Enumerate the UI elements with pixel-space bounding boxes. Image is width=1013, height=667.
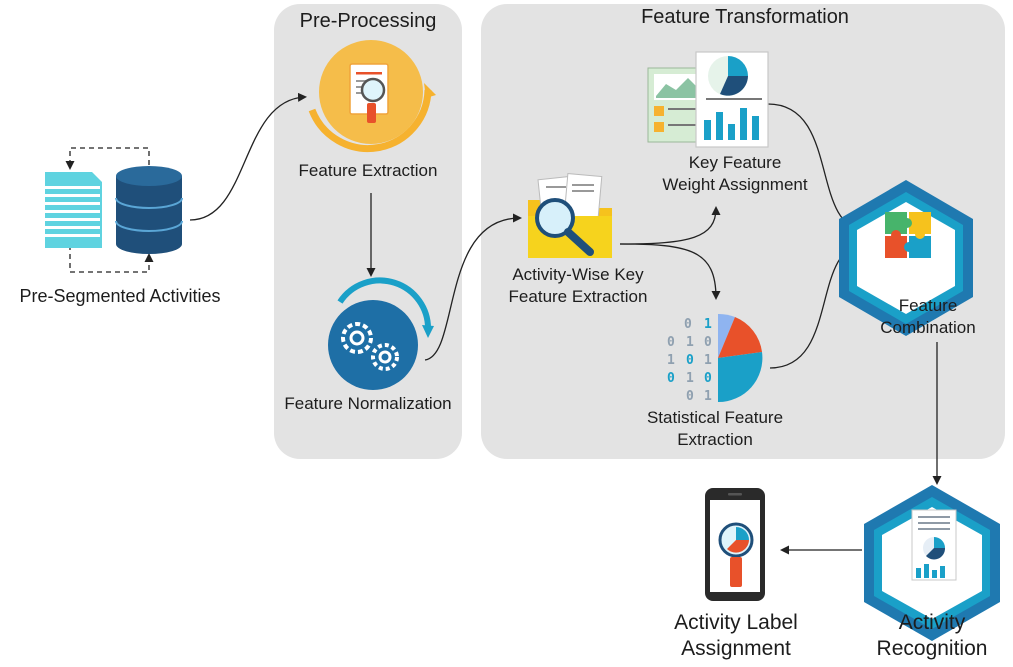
recognition-label: Activity Recognition bbox=[862, 610, 1002, 662]
arrow-activitywise-to-statistical bbox=[619, 243, 721, 300]
activity-label-label-line1: Activity Label bbox=[674, 611, 798, 634]
binary-digit: 1 bbox=[704, 317, 712, 332]
binary-digit: 0 bbox=[684, 317, 692, 332]
combination-label-line1: Feature bbox=[898, 296, 958, 315]
key-weight-label-line1: Key Feature bbox=[688, 153, 782, 172]
database-icon bbox=[115, 166, 183, 254]
recognition-label-line2: Recognition bbox=[876, 637, 988, 660]
arrow-normalization-to-activitywise bbox=[424, 213, 522, 361]
binary-digit: 0 bbox=[686, 389, 694, 404]
dashed-loop-bottom bbox=[69, 245, 154, 273]
binary-digit: 1 bbox=[686, 371, 694, 386]
binary-digit: 0 bbox=[704, 371, 712, 386]
binary-digit: 1 bbox=[704, 389, 712, 404]
arrow-presegmented-to-extraction bbox=[189, 92, 307, 221]
binary-digit: 0 bbox=[686, 353, 694, 368]
statistical-label-line2: Extraction bbox=[677, 430, 753, 449]
combination-label: Feature Combination bbox=[860, 295, 996, 339]
recognition-label-line1: Activity bbox=[898, 611, 966, 634]
feature-transformation-title: Feature Transformation bbox=[641, 6, 849, 28]
activity-wise-label-line1: Activity-Wise Key bbox=[512, 265, 644, 284]
activity-label-label-line2: Assignment bbox=[681, 637, 791, 660]
binary-digit: 0 bbox=[667, 371, 675, 386]
documents-icon bbox=[40, 172, 102, 248]
activity-recognition-icon bbox=[864, 485, 1000, 641]
statistical-label: Statistical Feature Extraction bbox=[620, 407, 810, 451]
feature-combination-icon bbox=[839, 180, 973, 336]
arrow-activitywise-to-keyweight bbox=[619, 206, 721, 245]
binary-digit: 0 bbox=[667, 335, 675, 350]
key-weight-label-line2: Weight Assignment bbox=[662, 175, 808, 194]
key-weight-icon bbox=[647, 51, 769, 148]
feature-normalization-icon bbox=[328, 277, 434, 390]
dashed-loop-top bbox=[65, 147, 150, 170]
statistical-label-line1: Statistical Feature bbox=[646, 408, 784, 427]
binary-digit: 0 bbox=[704, 335, 712, 350]
combination-label-line2: Combination bbox=[880, 318, 976, 337]
feature-normalization-label: Feature Normalization bbox=[284, 394, 452, 413]
key-weight-label: Key Feature Weight Assignment bbox=[640, 152, 830, 196]
pre-segmented-label: Pre-Segmented Activities bbox=[19, 286, 221, 306]
binary-digit: 1 bbox=[686, 335, 694, 350]
binary-digit: 1 bbox=[704, 353, 712, 368]
binary-digit: 1 bbox=[667, 353, 675, 368]
activity-label-label: Activity Label Assignment bbox=[650, 610, 822, 662]
activity-wise-label-line2: Feature Extraction bbox=[508, 287, 648, 306]
feature-extraction-label: Feature Extraction bbox=[298, 161, 438, 180]
activity-wise-folder-icon bbox=[528, 173, 612, 258]
activity-wise-label: Activity-Wise Key Feature Extraction bbox=[488, 264, 668, 308]
activity-label-phone-icon bbox=[705, 488, 765, 601]
feature-extraction-icon bbox=[308, 40, 436, 152]
statistical-icon: 0 1 0 1 0 1 0 1 0 1 0 0 1 bbox=[667, 313, 763, 404]
preprocessing-title: Pre-Processing bbox=[299, 10, 437, 32]
